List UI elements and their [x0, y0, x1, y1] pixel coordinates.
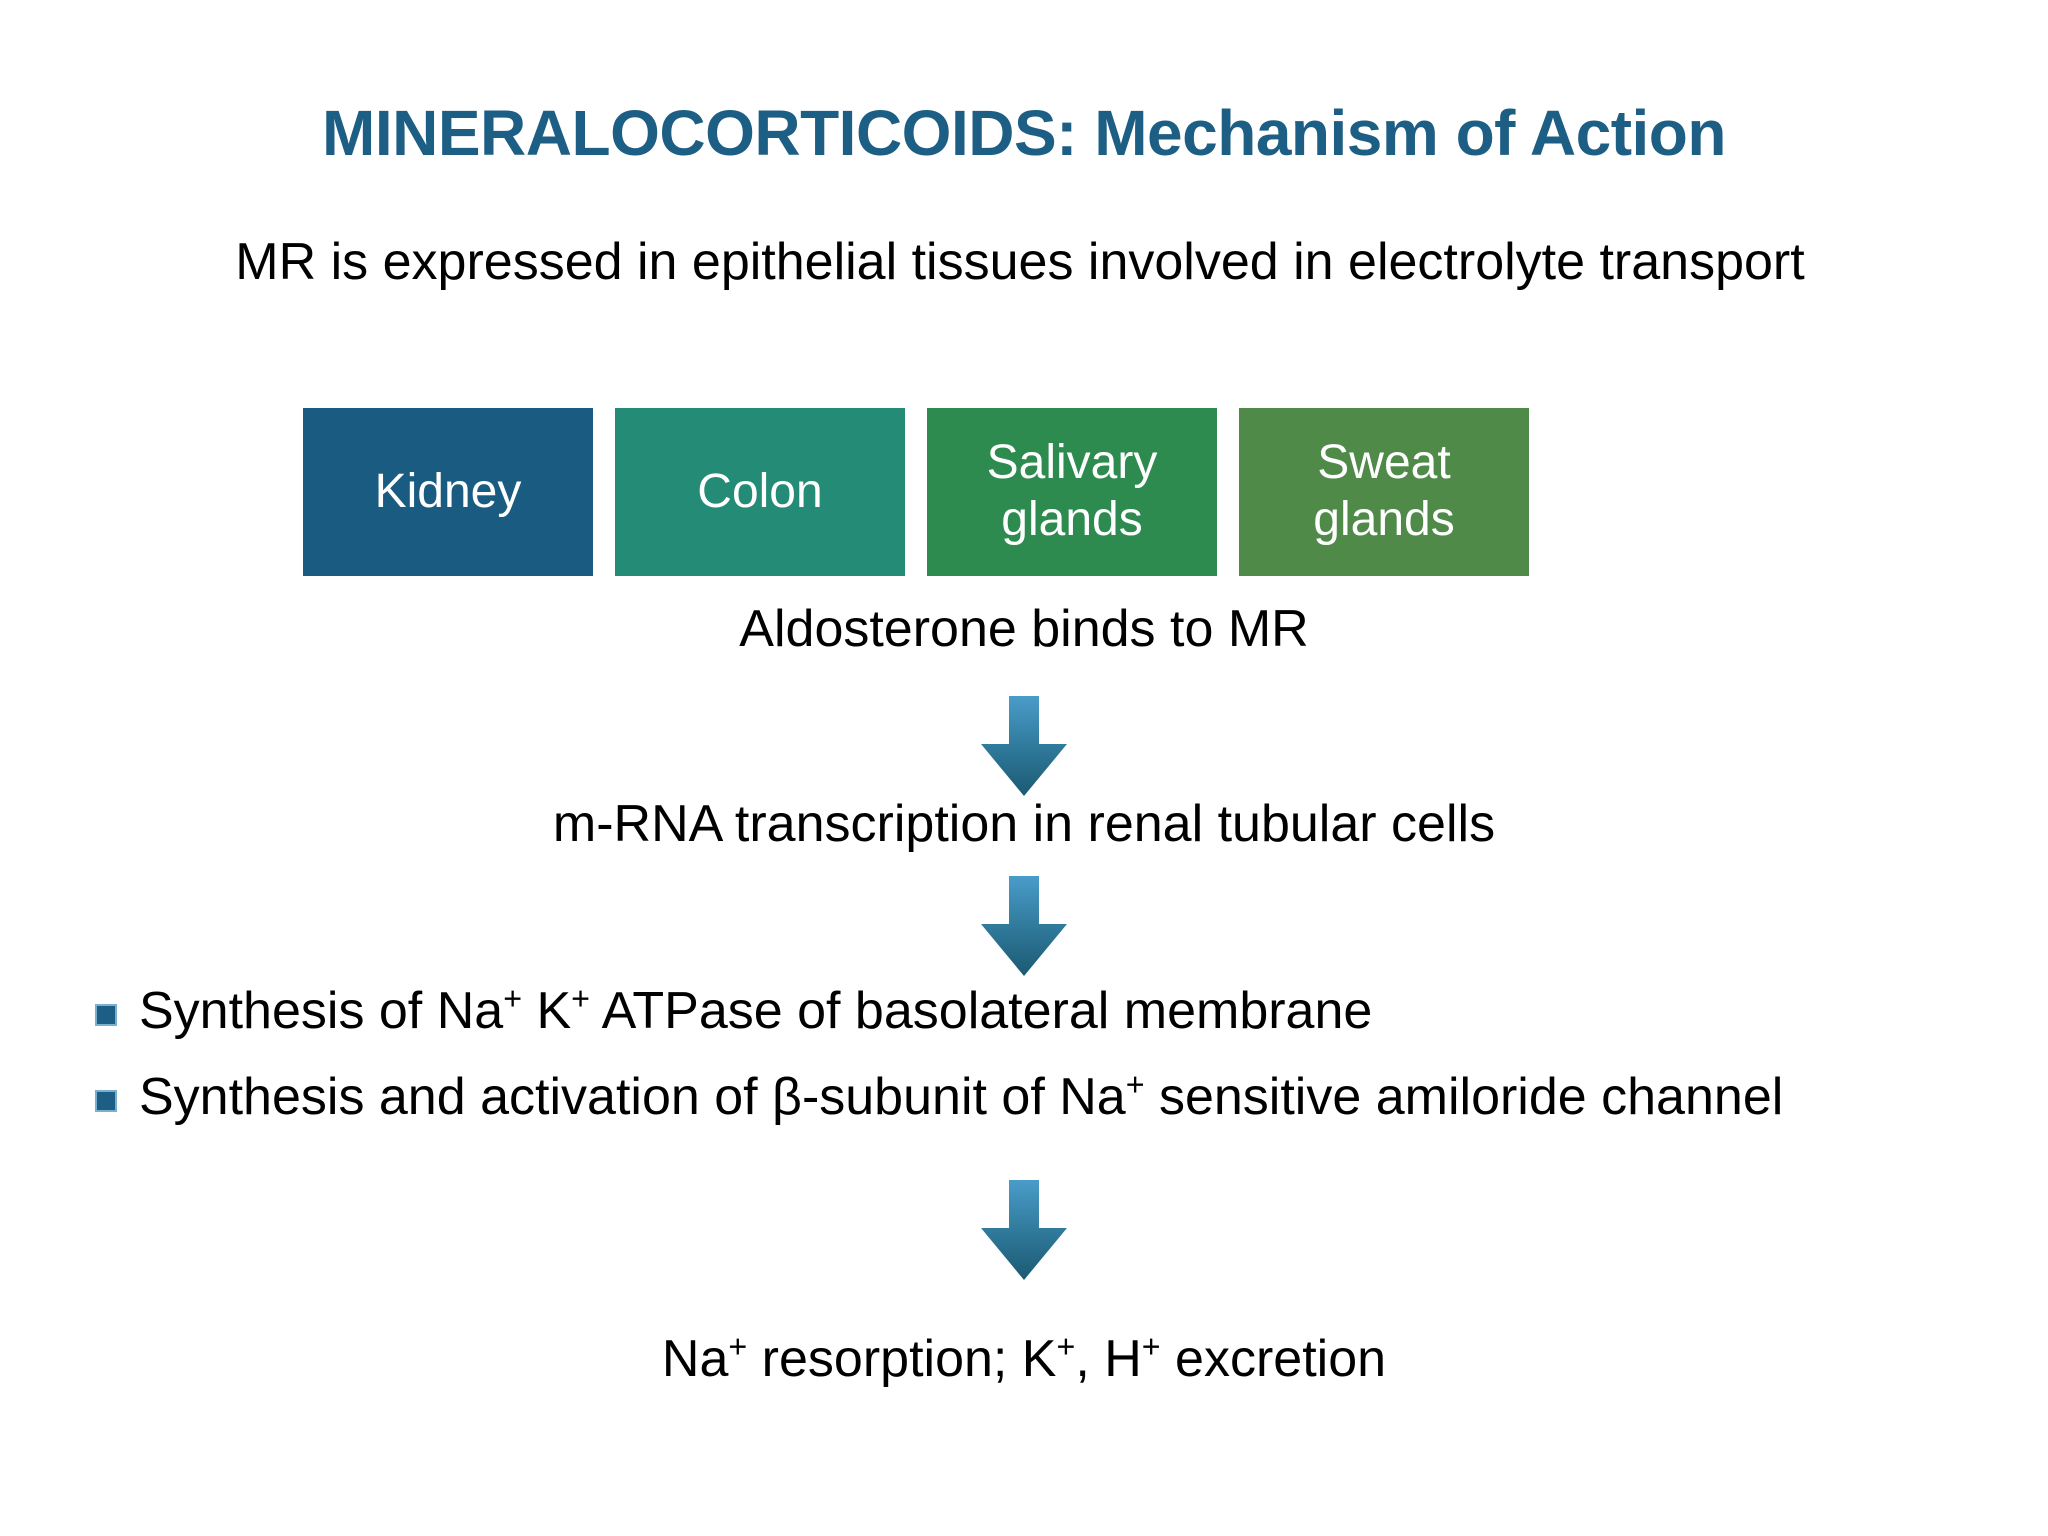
- tissue-label-line2: glands: [1313, 493, 1455, 546]
- flow-step-outcome: Na+ resorption; K+, H+ excretion: [0, 1328, 2048, 1390]
- tissue-label-line1: Salivary: [986, 436, 1158, 490]
- outcome-part-4: excretion: [1160, 1330, 1387, 1388]
- flow-step-aldosterone: Aldosterone binds to MR: [739, 600, 1309, 658]
- bullet-list: Synthesis of Na+ K+ ATPase of basolatera…: [95, 980, 1975, 1153]
- superscript-plus: +: [1125, 1067, 1145, 1104]
- slide-subtitle: MR is expressed in epithelial tissues in…: [235, 233, 1805, 291]
- bullet-part-1: Synthesis of Na: [139, 982, 504, 1040]
- outcome-part-3: , H: [1075, 1330, 1142, 1388]
- down-arrow-icon: [981, 876, 1067, 976]
- bullet-text: Synthesis of Na+ K+ ATPase of basolatera…: [139, 980, 1975, 1042]
- superscript-plus: +: [1056, 1328, 1076, 1365]
- outcome-part-1: Na: [661, 1330, 729, 1388]
- bullet-part-2: K: [522, 982, 572, 1040]
- superscript-plus: +: [1141, 1328, 1161, 1365]
- bullet-square-icon: [95, 1090, 117, 1113]
- down-arrow-icon: [981, 1180, 1067, 1280]
- tissue-box-kidney[interactable]: Kidney: [303, 408, 593, 576]
- down-arrow-icon: [981, 696, 1067, 796]
- outcome-part-2: resorption; K: [747, 1330, 1057, 1388]
- tissue-label-line2: glands: [1001, 493, 1143, 546]
- bullet-part-1: Synthesis and activation of β-subunit of…: [139, 1068, 1126, 1127]
- page-title: MINERALOCORTICOIDS: Mechanism of Action: [322, 97, 1726, 169]
- tissue-box-salivary-glands[interactable]: Salivary glands: [927, 408, 1217, 576]
- bullet-square-icon: [95, 1004, 117, 1026]
- bullet-text: Synthesis and activation of β-subunit of…: [139, 1066, 1975, 1128]
- tissue-box-colon[interactable]: Colon: [615, 408, 905, 576]
- tissue-box-sweat-glands[interactable]: Sweat glands: [1239, 408, 1529, 576]
- bullet-part-2: sensitive amiloride channel: [1144, 1068, 1784, 1127]
- superscript-plus: +: [728, 1328, 748, 1365]
- superscript-plus: +: [503, 980, 523, 1017]
- list-item: Synthesis and activation of β-subunit of…: [95, 1066, 1975, 1128]
- bullet-part-3: ATPase of basolateral membrane: [589, 982, 1373, 1040]
- tissue-label-line1: Colon: [697, 464, 823, 518]
- flow-step-mrna: m-RNA transcription in renal tubular cel…: [552, 795, 1496, 853]
- list-item: Synthesis of Na+ K+ ATPase of basolatera…: [95, 980, 1975, 1042]
- superscript-plus: +: [571, 980, 590, 1017]
- tissue-label-line1: Kidney: [374, 464, 522, 518]
- tissue-box-row: Kidney Colon Salivary glands Sweat gland…: [303, 408, 1558, 576]
- tissue-label-line1: Sweat: [1317, 436, 1451, 490]
